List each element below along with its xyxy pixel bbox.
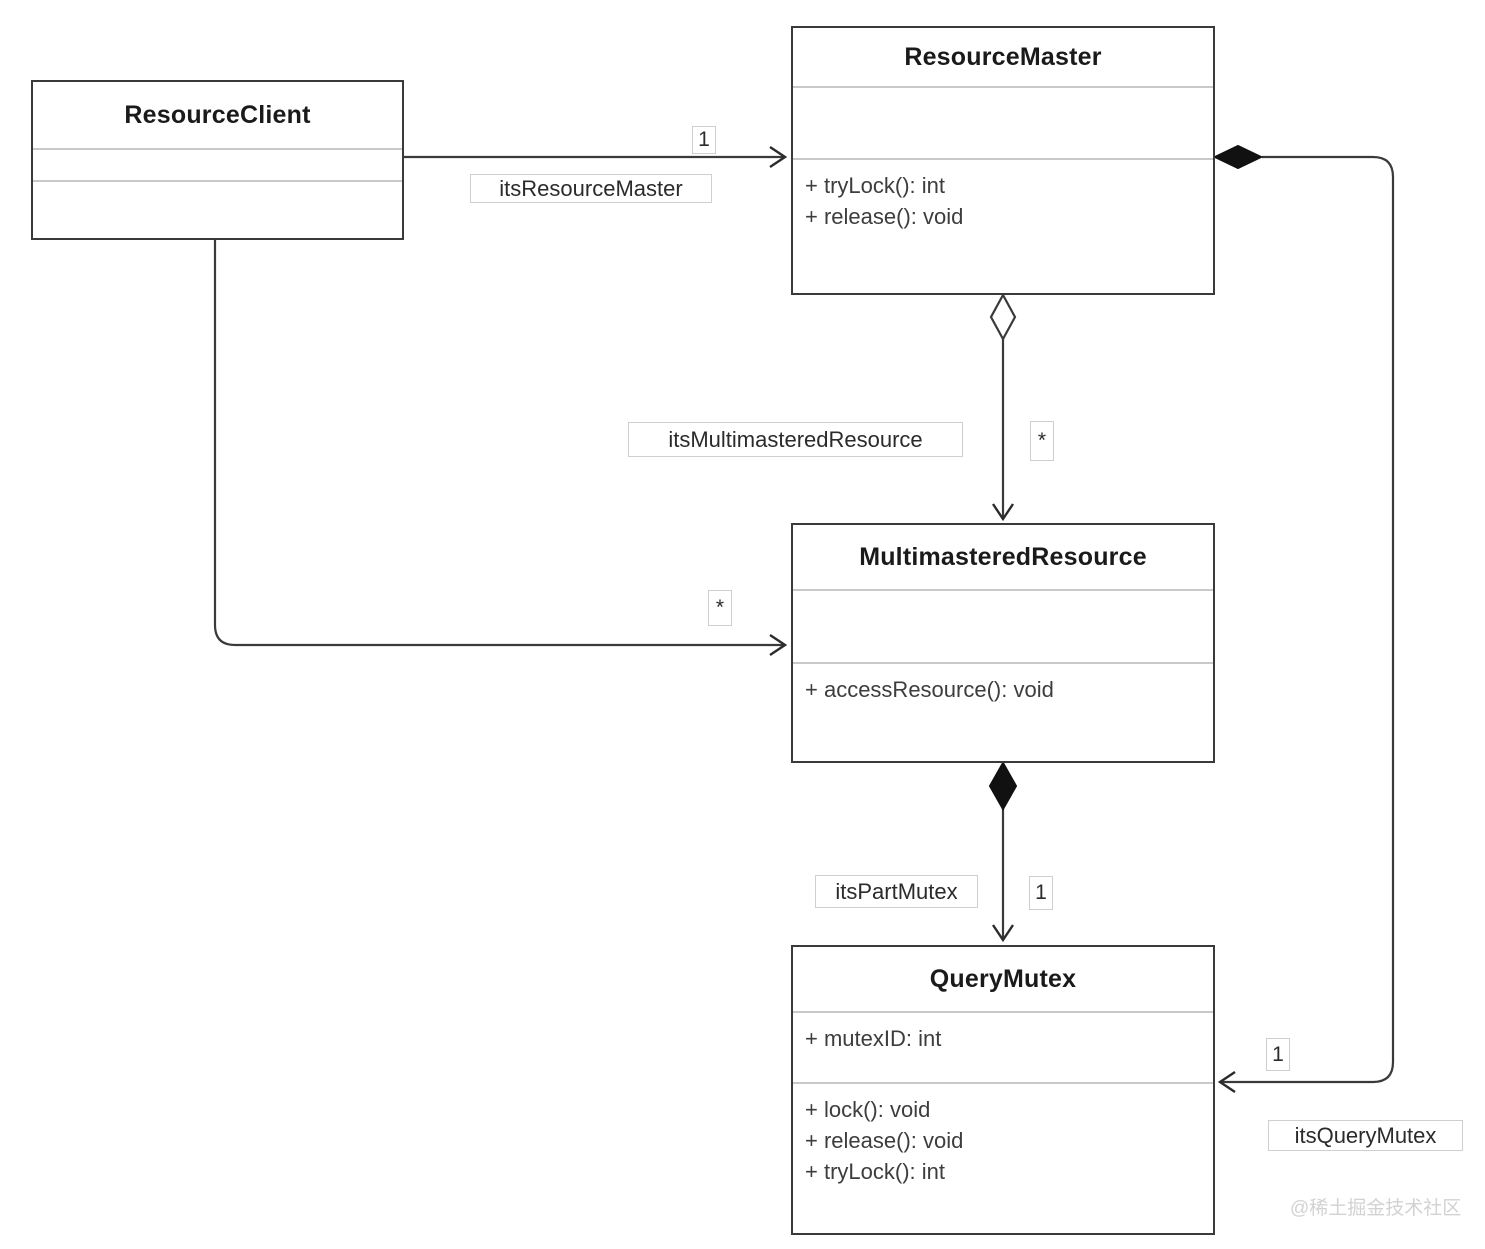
operation-row: + tryLock(): int — [805, 173, 945, 198]
operation-row: + tryLock(): int — [805, 1159, 945, 1185]
class-box-resource-master[interactable]: ResourceMaster + tryLock(): int + releas… — [791, 26, 1215, 295]
role-label-its-query-mutex: itsQueryMutex — [1268, 1120, 1463, 1151]
class-attributes-multimastered-resource — [793, 589, 1213, 662]
filled-diamond-composition — [988, 760, 1018, 812]
class-operations-resource-client — [33, 180, 402, 238]
operation-row: + accessResource(): void — [805, 677, 1054, 702]
class-attributes-resource-client — [33, 148, 402, 180]
multiplicity-label-client-to-resource: * — [708, 590, 732, 626]
multiplicity-label-master-to-mutex: 1 — [1266, 1038, 1290, 1071]
role-label-its-multimastered-resource: itsMultimasteredResource — [628, 422, 963, 457]
class-operations-multimastered-resource: + accessResource(): void — [793, 662, 1213, 763]
connector-master-to-resource — [989, 292, 1017, 522]
class-operations-resource-master: + tryLock(): int + release(): void — [793, 158, 1213, 293]
operation-row: + release(): void — [805, 204, 964, 230]
class-title-resource-master: ResourceMaster — [904, 42, 1102, 71]
class-box-query-mutex[interactable]: QueryMutex + mutexID: int + lock(): void… — [791, 945, 1215, 1235]
watermark: @稀土掘金技术社区 — [1290, 1198, 1462, 1219]
class-box-resource-client[interactable]: ResourceClient — [31, 80, 404, 240]
multiplicity-label-master-to-resource: * — [1030, 421, 1054, 461]
connector-resource-to-mutex — [988, 760, 1018, 943]
class-attributes-resource-master — [793, 86, 1213, 158]
class-title-query-mutex: QueryMutex — [929, 964, 1077, 993]
role-label-its-part-mutex: itsPartMutex — [815, 875, 978, 908]
class-attributes-query-mutex: + mutexID: int — [793, 1011, 1213, 1082]
class-operations-query-mutex: + lock(): void + release(): void + tryLo… — [793, 1082, 1213, 1237]
connector-client-to-resource — [213, 240, 788, 656]
class-box-multimastered-resource[interactable]: MultimasteredResource + accessResource()… — [791, 523, 1215, 763]
filled-diamond-composition — [1212, 144, 1264, 170]
multiplicity-label-client-to-master: 1 — [692, 126, 716, 154]
connector-master-to-mutex — [1212, 144, 1395, 1093]
attribute-row: + mutexID: int — [805, 1026, 942, 1051]
hollow-diamond-aggregation — [989, 292, 1017, 342]
role-label-its-resource-master: itsResourceMaster — [470, 174, 712, 203]
operation-row: + release(): void — [805, 1128, 964, 1154]
class-title-resource-client: ResourceClient — [124, 100, 311, 129]
multiplicity-label-resource-to-mutex: 1 — [1029, 876, 1053, 910]
class-title-multimastered-resource: MultimasteredResource — [859, 542, 1147, 571]
operation-row: + lock(): void — [805, 1097, 931, 1122]
